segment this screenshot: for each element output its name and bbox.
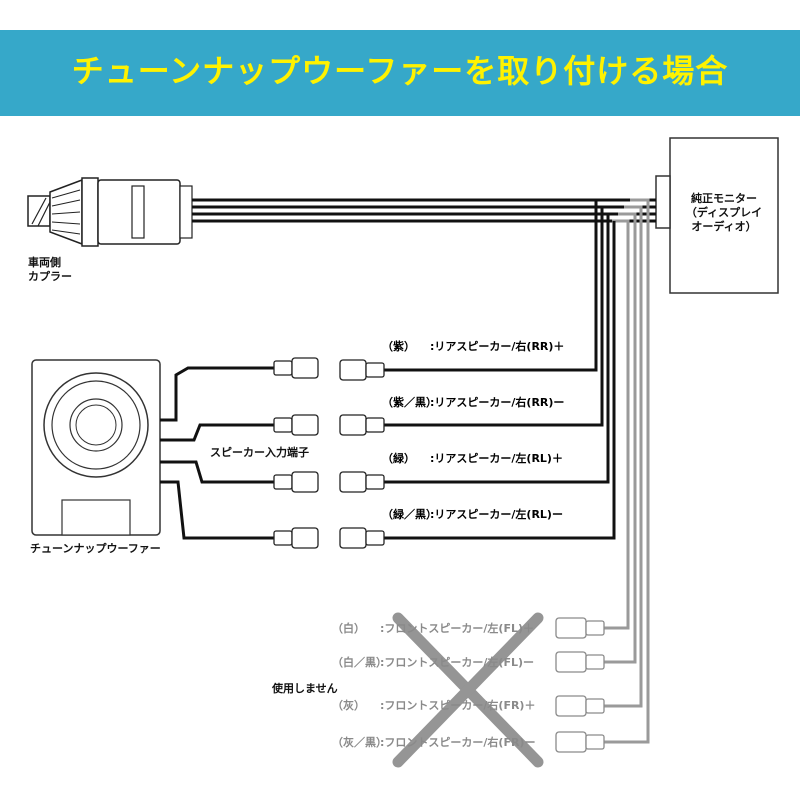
unused-label: 使用しません	[272, 682, 338, 695]
page-title: チューンナップウーファーを取り付ける場合	[71, 52, 729, 90]
wire-label-rl-minus: （緑／黒）:リアスピーカー/左(RL)ー	[382, 508, 563, 521]
not-used-cross-icon	[392, 612, 544, 768]
connector-fl-minus	[555, 651, 605, 673]
connector-fr-plus	[555, 695, 605, 717]
connector-rl-minus	[273, 527, 385, 549]
vehicle-coupler-icon	[27, 177, 193, 247]
connector-rr-plus	[273, 357, 385, 381]
connector-rr-minus	[273, 414, 385, 436]
wire-label-fl-plus: （白）:フロントスピーカー/左(FL)＋	[332, 622, 534, 635]
wire-label-rl-plus: （緑）:リアスピーカー/左(RL)＋	[382, 452, 563, 465]
speaker-terminal-label: スピーカー入力端子	[210, 446, 309, 459]
vehicle-coupler-label: 車両側カプラー	[28, 256, 72, 283]
unused-wire-drops	[604, 198, 650, 744]
subwoofer-label: チューンナップウーファー	[30, 542, 161, 555]
wire-label-fr-plus: （灰）:フロントスピーカー/右(FR)＋	[332, 699, 536, 712]
connector-fl-plus	[555, 617, 605, 639]
wire-label-fr-minus: （灰／黒）:フロントスピーカー/右(FR)ー	[332, 736, 536, 749]
subwoofer-wires	[160, 366, 274, 540]
unused-connectors	[555, 617, 605, 753]
wire-label-fl-minus: （白／黒）:フロントスピーカー/左(FL)ー	[332, 656, 534, 669]
monitor-label: 純正モニター（ディスプレイオーディオ）	[685, 192, 763, 233]
wire-label-rr-plus: （紫）:リアスピーカー/右(RR)＋	[382, 340, 565, 353]
connector-fr-minus	[555, 731, 605, 753]
speaker-connectors	[273, 357, 385, 549]
title-banner: チューンナップウーファーを取り付ける場合	[0, 30, 800, 116]
used-wire-drops	[384, 200, 616, 540]
main-harness	[192, 198, 656, 223]
subwoofer-icon	[31, 359, 161, 536]
wire-label-rr-minus: （紫／黒）:リアスピーカー/右(RR)ー	[382, 396, 565, 409]
connector-rl-plus	[273, 471, 385, 493]
monitor-box	[669, 137, 779, 294]
monitor-connector	[655, 175, 671, 229]
